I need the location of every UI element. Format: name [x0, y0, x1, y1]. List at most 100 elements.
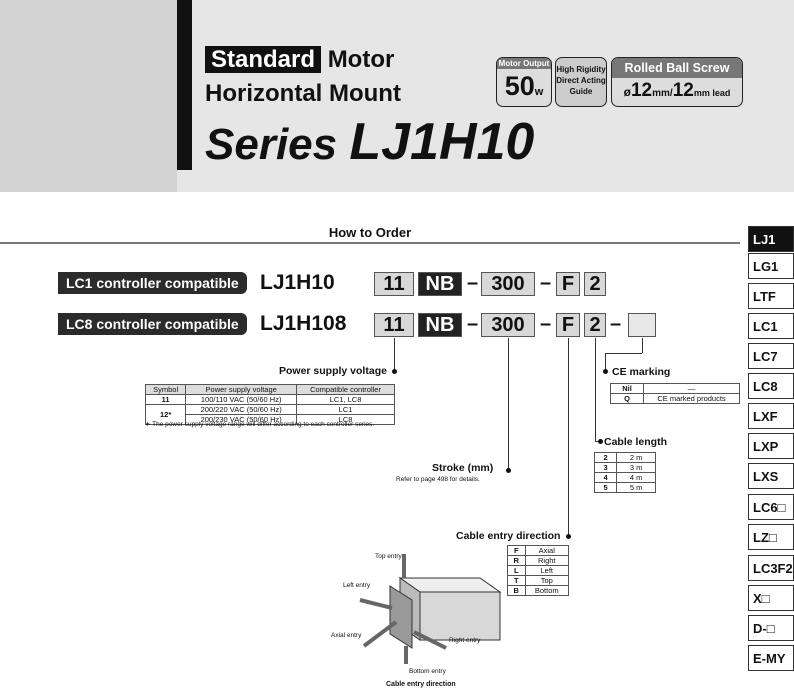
leader-cable — [595, 338, 596, 442]
header-left-panel — [0, 0, 177, 192]
table-row: Nil— — [610, 383, 740, 394]
ps-head-symbol: Symbol — [144, 384, 187, 395]
row2-model: LJ1H108 — [260, 312, 347, 335]
section-divider — [0, 242, 740, 244]
ce-marking-title: CE marking — [612, 366, 671, 378]
series-title: Series LJ1H10 — [205, 116, 534, 169]
row2-code-supply: 11 — [374, 313, 414, 337]
screw-unit2: mm lead — [693, 88, 731, 98]
leader-cable-dot — [598, 439, 603, 444]
leader-ce-b — [605, 353, 642, 354]
row2-code-cable: 2 — [584, 313, 606, 337]
diagram-top-entry: Top entry — [375, 553, 402, 560]
sidebar-tab-lc8[interactable]: LC8 — [748, 373, 794, 399]
guide-caption-2: Direct Acting — [556, 76, 606, 85]
sidebar-tab-lc7[interactable]: LC7 — [748, 343, 794, 369]
row1-code-entry: F — [556, 272, 580, 296]
sidebar-tab-d[interactable]: D-□ — [748, 615, 794, 641]
row1-label: LC1 controller compatible — [58, 272, 247, 294]
title-line-1: Standard Motor — [205, 46, 394, 74]
row2-code-guide: NB — [418, 313, 462, 337]
cable-entry-title: Cable entry direction — [456, 530, 561, 542]
sidebar-tab-lc6[interactable]: LC6□ — [748, 494, 794, 520]
sidebar-tab-ltf[interactable]: LTF — [748, 283, 794, 309]
motor-cable-diagram — [359, 554, 502, 664]
sidebar-tab-lz[interactable]: LZ□ — [748, 524, 794, 550]
motor-output-value: 50 — [504, 71, 535, 101]
section-title: How to Order — [328, 225, 412, 240]
power-supply-note: ∗ The power supply voltage range will di… — [145, 421, 375, 428]
header-black-bar — [177, 0, 192, 170]
leader-supply-dot — [392, 369, 397, 374]
sidebar-tab-lc1[interactable]: LC1 — [748, 313, 794, 339]
table-row: 11 100/110 VAC (50/60 Hz) LC1, LC8 — [144, 394, 395, 405]
series-prefix: Series — [205, 120, 338, 169]
diagram-right-entry: Right entry — [449, 637, 481, 644]
ps-head-controller: Compatible controller — [296, 384, 395, 395]
screw-unit1: mm/ — [652, 88, 673, 99]
stroke-note: Refer to page 498 for details. — [396, 476, 480, 483]
leader-ce-a — [642, 338, 643, 353]
guide-caption-1: High Rigidity — [556, 65, 606, 74]
title-line-2: Horizontal Mount — [205, 80, 401, 107]
screw-caption: Rolled Ball Screw — [612, 58, 742, 78]
motor-output-badge: Motor Output 50w — [496, 57, 552, 107]
diagram-left-entry: Left entry — [343, 582, 371, 589]
leader-entry — [568, 338, 569, 536]
row2-code-entry: F — [556, 313, 580, 337]
title-line1-rest: Motor — [327, 46, 395, 73]
row1-dash2: – — [540, 272, 552, 294]
sidebar-tab-lxf[interactable]: LXF — [748, 403, 794, 429]
row1-code-stroke: 300 — [481, 272, 535, 296]
row2-code-ce — [628, 313, 656, 337]
leader-ce-c — [605, 353, 606, 371]
sidebar-tab-x[interactable]: X□ — [748, 585, 794, 611]
sidebar-tab-lxs[interactable]: LXS — [748, 463, 794, 489]
sidebar-tab-lxp[interactable]: LXP — [748, 433, 794, 459]
sidebar-tab-emy[interactable]: E-MY — [748, 645, 794, 671]
row1-model: LJ1H10 — [260, 271, 335, 294]
leader-stroke-dot — [506, 468, 511, 473]
screw-prefix: ø — [623, 85, 631, 99]
row2-dash2: – — [540, 313, 552, 335]
diagram-axial-entry: Axial entry — [331, 632, 362, 639]
motor-output-caption: Motor Output — [497, 58, 551, 69]
table-row: 12* 200/220 VAC (50/60 Hz) LC1 — [144, 404, 395, 425]
motor-output-unit: w — [534, 86, 544, 98]
sidebar-tab-lc3f2[interactable]: LC3F2 — [748, 555, 794, 581]
guide-caption-3: Guide — [569, 87, 593, 96]
leader-ce-dot — [603, 369, 608, 374]
row2-dash1: – — [467, 313, 479, 335]
leader-entry-dot — [566, 534, 571, 539]
sidebar-tab-lg1[interactable]: LG1 — [748, 253, 794, 279]
screw-lead: 12 — [672, 80, 694, 101]
ps-head-voltage: Power supply voltage — [185, 384, 298, 395]
table-row: 200/230 VAC (50/60 Hz) LC8 — [146, 414, 395, 425]
series-name: LJ1H10 — [349, 113, 535, 171]
guide-badge: High Rigidity Direct Acting Guide — [555, 57, 607, 107]
ball-screw-badge: Rolled Ball Screw ø12mm/12mm lead — [611, 57, 743, 107]
leader-stroke — [508, 338, 509, 470]
row2-code-stroke: 300 — [481, 313, 535, 337]
row1-dash1: – — [467, 272, 479, 294]
power-supply-title: Power supply voltage — [279, 365, 387, 377]
stroke-title: Stroke (mm) — [432, 462, 494, 474]
cable-length-title: Cable length — [604, 436, 668, 448]
sidebar-tab-lj1[interactable]: LJ1 — [748, 226, 794, 252]
row1-code-guide: NB — [418, 272, 462, 296]
row1-code-supply: 11 — [374, 272, 414, 296]
title-highlight: Standard — [205, 46, 322, 73]
power-supply-table: Symbol Power supply voltage Compatible c… — [144, 384, 395, 425]
row2-dash3: – — [610, 313, 622, 335]
